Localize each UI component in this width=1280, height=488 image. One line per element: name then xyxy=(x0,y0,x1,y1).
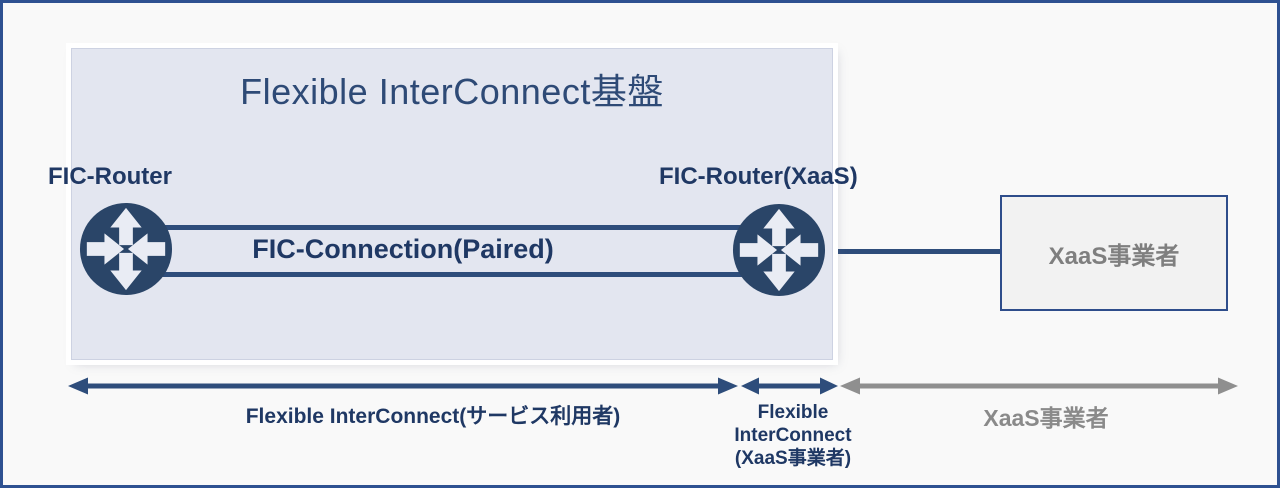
fic-connection-label: FIC-Connection(Paired) xyxy=(252,234,554,264)
xaas-connector-line xyxy=(813,249,1003,254)
xaas-provider-box: XaaS事業者 xyxy=(1000,195,1228,311)
fic-xaas-span-label-line1: Flexible xyxy=(757,402,829,423)
xaas-provider-span-label: XaaS事業者 xyxy=(983,405,1109,431)
fic-platform-panel: Flexible InterConnect基盤 xyxy=(71,48,833,360)
fic-xaas-span-label-line3: (XaaS事業者) xyxy=(734,448,852,469)
platform-title: Flexible InterConnect基盤 xyxy=(240,71,664,112)
fic-router-label: FIC-Router xyxy=(48,163,172,190)
fic-xaas-span-label-line2: InterConnect xyxy=(734,425,852,446)
router-icon xyxy=(79,202,173,296)
fic-xaas-span-arrow xyxy=(741,377,838,395)
fic-service-user-span-arrow xyxy=(68,377,738,395)
router-xaas-icon xyxy=(732,203,826,297)
xaas-provider-span-arrow xyxy=(840,377,1238,395)
fic-connection-line-top xyxy=(126,225,779,230)
xaas-provider-box-label: XaaS事業者 xyxy=(1048,242,1180,270)
fic-connection-line-bottom xyxy=(126,272,779,277)
fic-xaas-span-label: Flexible InterConnect (XaaS事業者) xyxy=(708,401,878,470)
fic-router-xaas-label: FIC-Router(XaaS) xyxy=(659,163,858,190)
fic-service-user-span-label: Flexible InterConnect(サービス利用者) xyxy=(245,405,621,428)
